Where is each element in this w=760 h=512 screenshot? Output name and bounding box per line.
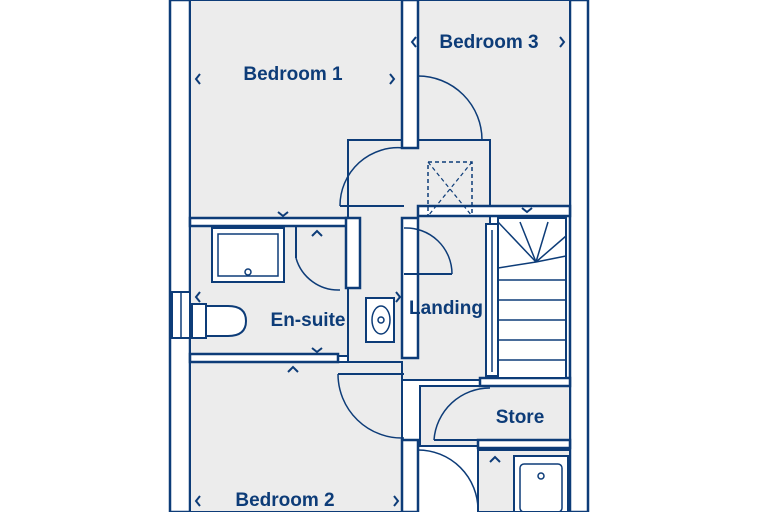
loft-hatch-icon — [427, 161, 473, 217]
bath — [513, 455, 569, 512]
chevron-left-icon — [194, 73, 201, 85]
room-label-bedroom-2: Bedroom 2 — [235, 490, 334, 511]
door-bathroom[interactable] — [417, 449, 479, 512]
door-store[interactable] — [433, 387, 491, 441]
chevron-right-icon — [395, 291, 402, 303]
chevron-left-icon — [194, 495, 201, 507]
chevron-down-icon — [521, 207, 533, 214]
bedroom-2-floor — [189, 361, 403, 512]
window-left — [171, 291, 191, 339]
chevron-right-icon — [389, 73, 396, 85]
dimension-markers — [194, 36, 566, 507]
store-floor — [419, 385, 571, 447]
chevron-left-icon — [410, 36, 417, 48]
room-label-landing: Landing — [409, 298, 483, 319]
toilet — [191, 303, 248, 339]
chevron-up-icon — [489, 455, 501, 463]
shower-tray — [211, 227, 285, 283]
chevron-right-icon — [559, 36, 566, 48]
chevron-up-icon — [287, 365, 299, 373]
door-bedroom3[interactable] — [417, 75, 483, 141]
door-ensuite[interactable] — [295, 226, 341, 291]
chevron-down-icon — [277, 211, 289, 218]
chevron-right-icon — [393, 495, 400, 507]
door-bedroom1[interactable] — [339, 146, 405, 207]
door-bedroom2[interactable] — [337, 373, 405, 439]
chevron-left-icon — [194, 291, 201, 303]
room-label-store: Store — [496, 407, 545, 428]
door-cupboard[interactable] — [403, 227, 453, 275]
internal-walls — [188, 0, 572, 512]
staircase — [485, 217, 567, 379]
wash-basin — [365, 297, 395, 343]
room-label-ensuite: En-suite — [271, 310, 346, 331]
chevron-down-icon — [311, 347, 323, 354]
room-label-bedroom-3: Bedroom 3 — [439, 32, 538, 53]
room-label-bedroom-1: Bedroom 1 — [243, 64, 343, 85]
chevron-up-icon — [311, 229, 323, 237]
